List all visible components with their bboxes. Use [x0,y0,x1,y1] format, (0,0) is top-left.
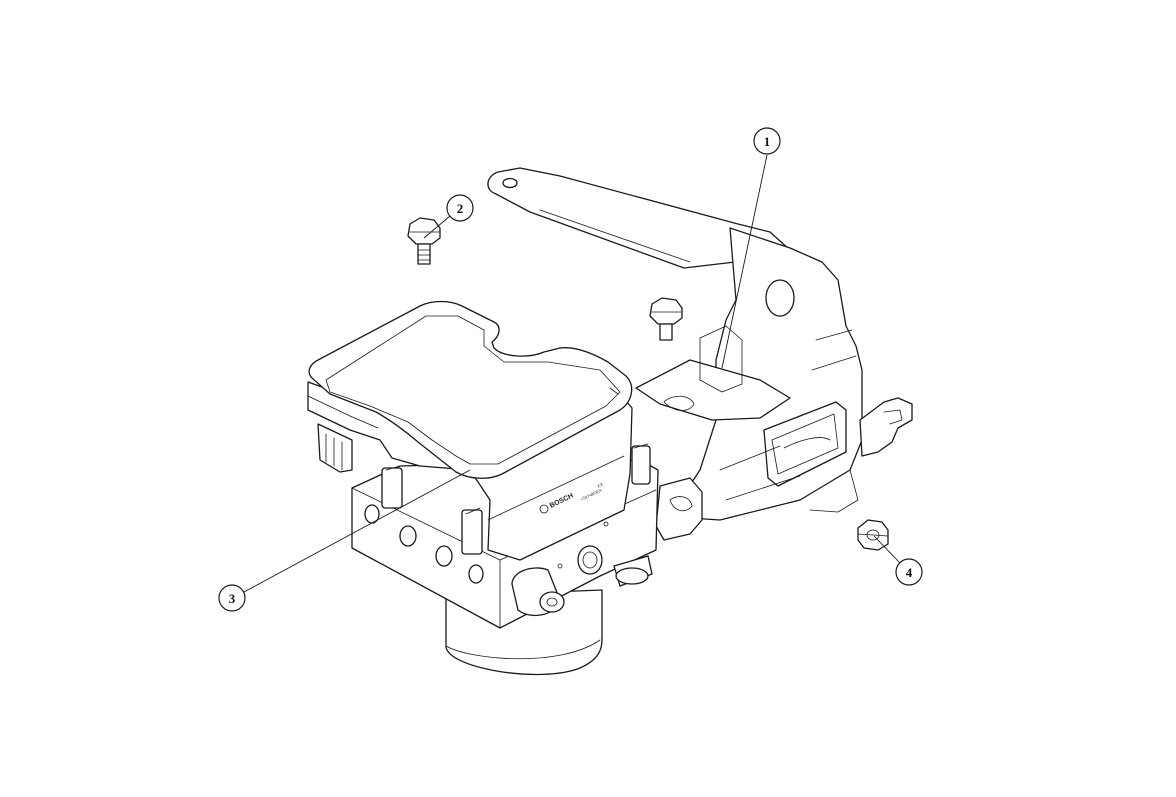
mounting-bracket [487,167,913,541]
installed-bolt [649,297,683,341]
callout-3-number: 3 [229,591,236,606]
module-mark-1: XX [596,482,604,489]
callout-4: 4 [873,535,923,586]
callout-1: 1 [721,127,781,369]
callout-1-number: 1 [764,134,771,149]
callout-3: 3 [218,469,471,612]
flange-bolt [407,217,441,265]
callout-2: 2 [423,194,474,239]
callout-4-number: 4 [906,565,913,580]
callout-2-number: 2 [457,201,464,216]
ecu-housing: BOSCH XX •787•8F82• [307,300,633,561]
